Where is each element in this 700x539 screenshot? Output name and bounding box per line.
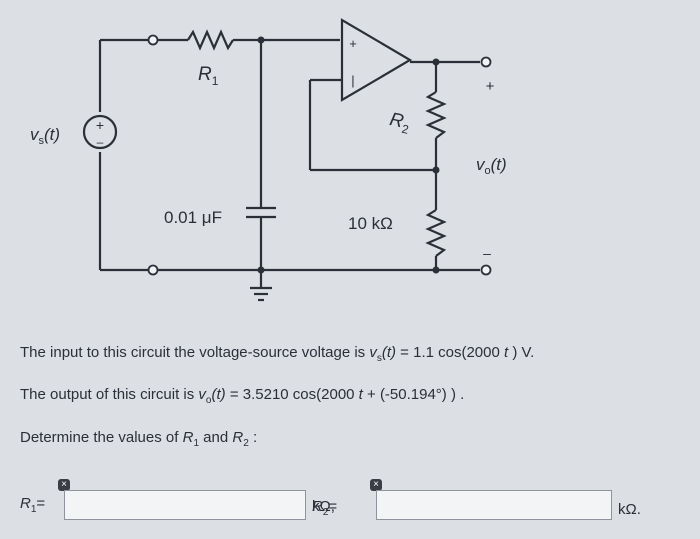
opamp-plus-input: + [349,36,357,51]
r1-status-icon: × [58,479,70,491]
output-minus-sign: – [483,245,491,261]
source-minus-sign: – [97,135,104,149]
circuit-diagram: + – + | vs(t) R1 R2 0.01 μF 10 kΩ vo(t) … [30,18,507,302]
r2-label: R2 [387,109,412,137]
r1-label: R1 [198,64,219,88]
resistor-value: 10 kΩ [348,214,393,233]
question-output-voltage: The output of this circuit is vo(t) = 3.… [20,386,465,406]
r1-input[interactable] [64,490,306,520]
r1-answer-label: R1 = [20,495,46,515]
capacitor-value: 0.01 μF [164,208,222,227]
output-voltage-label: vo(t) [476,155,507,177]
source-label: vs(t) [30,125,60,147]
source-plus-sign: + [96,117,104,133]
r2-status-icon: × [370,479,382,491]
question-input-voltage: The input to this circuit the voltage-so… [20,344,535,364]
r1-unit-label: kΩ, R2 = [312,498,338,518]
question-prompt: Determine the values of R1 and R2 : [20,429,258,449]
opamp-minus-input: | [351,73,354,88]
r2-unit-label: kΩ. [618,501,641,518]
output-plus-sign: + [486,78,495,95]
r2-input[interactable] [376,490,612,520]
answer-row: R1 = × kΩ, R2 = × kΩ. [20,479,690,526]
